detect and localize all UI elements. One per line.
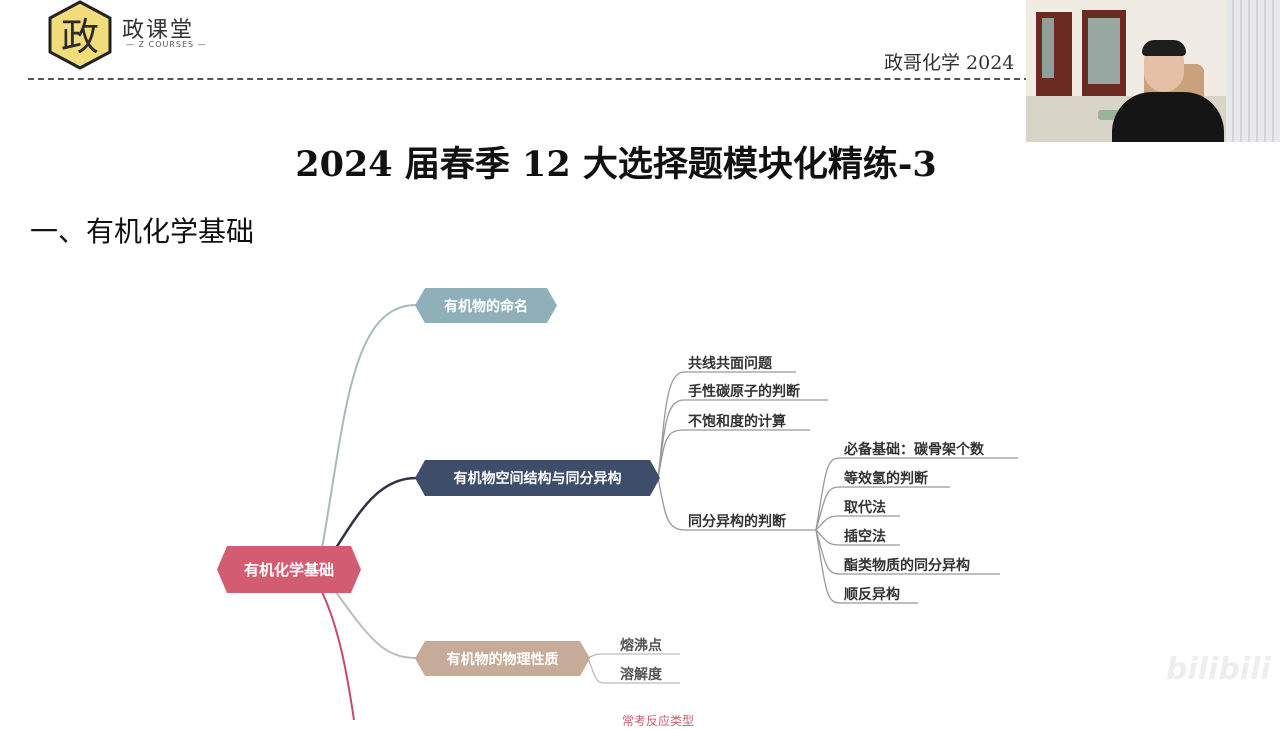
header-divider: [28, 78, 1030, 80]
logo-hexagon-icon: 政: [48, 0, 112, 70]
mindmap-root-node[interactable]: 有机化学基础: [217, 546, 361, 593]
mindmap-subleaf[interactable]: 插空法: [844, 529, 886, 545]
mindmap-leaf-isomer[interactable]: 同分异构的判断: [688, 514, 786, 530]
mindmap-subleaf[interactable]: 顺反异构: [844, 587, 900, 603]
logo-name: 政课堂: [122, 18, 195, 43]
slide-title: 2024 届春季 12 大选择题模块化精练-3: [295, 144, 937, 185]
course-tag: 政哥化学 2024: [884, 52, 1015, 74]
section-heading: 一、有机化学基础: [30, 215, 255, 248]
course-logo: 政 政课堂 — Z COURSES —: [48, 0, 218, 72]
bilibili-watermark: bilibili: [1166, 652, 1271, 687]
mindmap-branch-physical-properties[interactable]: 有机物的物理性质: [415, 641, 590, 676]
mindmap-leaf[interactable]: 溶解度: [620, 667, 662, 683]
mindmap-subleaf[interactable]: 必备基础：碳骨架个数: [844, 442, 984, 458]
mindmap-branch-naming[interactable]: 有机物的命名: [415, 288, 557, 323]
mindmap-leaf[interactable]: 不饱和度的计算: [688, 414, 786, 430]
mindmap-branch-spatial-structure[interactable]: 有机物空间结构与同分异构: [415, 460, 660, 496]
mindmap-subleaf[interactable]: 酯类物质的同分异构: [844, 558, 970, 574]
logo-subtitle: — Z COURSES —: [126, 40, 207, 49]
mindmap-leaf[interactable]: 共线共面问题: [688, 356, 772, 372]
mindmap-leaf[interactable]: 熔沸点: [620, 638, 662, 654]
mindmap-subleaf[interactable]: 取代法: [844, 500, 886, 516]
mindmap-subleaf[interactable]: 等效氢的判断: [844, 471, 928, 487]
mindmap-partial-label: 常考反应类型: [622, 714, 695, 728]
svg-text:政: 政: [61, 15, 99, 59]
presenter-webcam: [1026, 0, 1280, 142]
mindmap-leaf[interactable]: 手性碳原子的判断: [688, 384, 800, 400]
